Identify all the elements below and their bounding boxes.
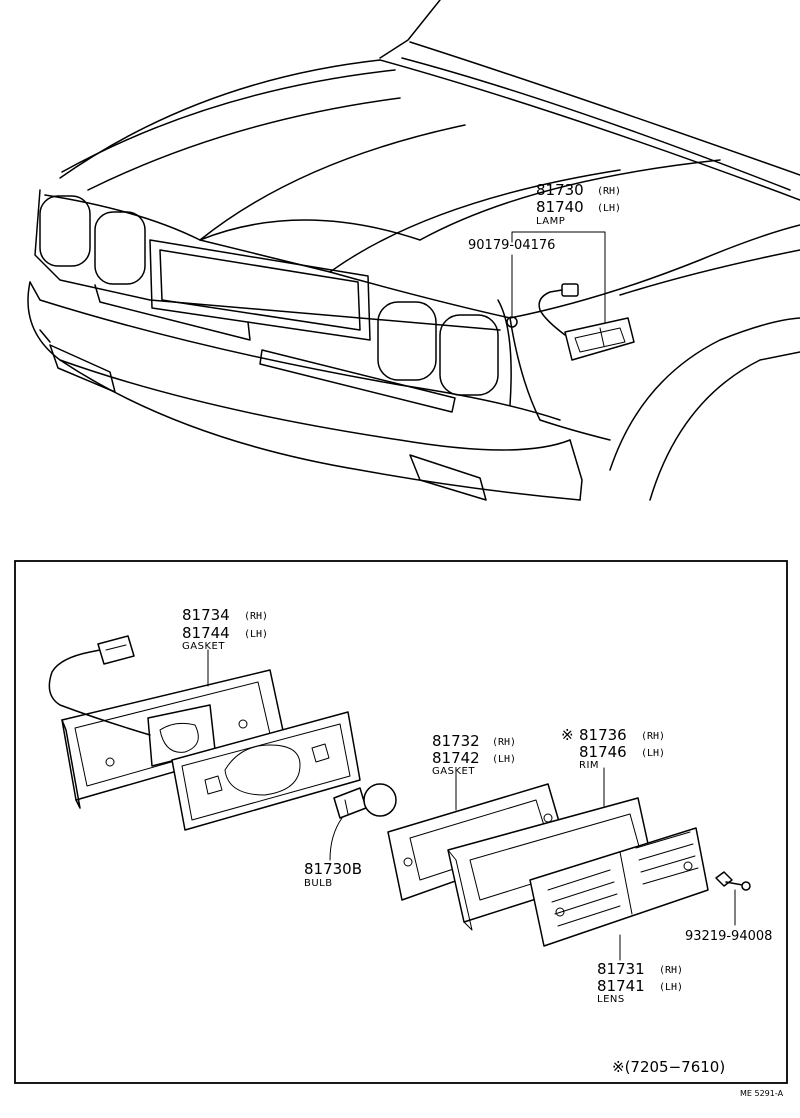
period-note: ※(7205−7610)	[612, 1058, 725, 1076]
gasket-rear-lh-side: (LH)	[244, 629, 268, 640]
screw	[715, 871, 751, 891]
rim-caption: RIM	[579, 760, 599, 771]
detail-frame	[14, 560, 788, 1084]
gasket-front-lh-side: (LH)	[492, 754, 516, 765]
lens	[529, 827, 709, 947]
lamp-lh-side: (LH)	[597, 203, 621, 214]
gasket-front-lh-number: 81742	[432, 749, 480, 767]
nut-90179	[506, 316, 518, 328]
lamp-rh-number: 81730	[536, 181, 584, 199]
wire-harness	[48, 649, 151, 736]
lamp-caption: LAMP	[536, 216, 565, 227]
bulb-leader	[329, 817, 343, 861]
figure-id: ME 5291-A	[740, 1089, 784, 1098]
nut-part-number: 90179-04176	[468, 238, 555, 253]
connector	[97, 635, 135, 665]
rim-lh-side: (LH)	[641, 748, 665, 759]
screw-part-number: 93219-94008	[685, 929, 772, 944]
gasket-rear-rh-side: (RH)	[244, 611, 268, 622]
rim-rh-side: (RH)	[641, 731, 665, 742]
lamp-rh-side: (RH)	[597, 186, 621, 197]
gasket-front-rh-side: (RH)	[492, 737, 516, 748]
lamp-lh-number: 81740	[536, 198, 584, 216]
rim-period-mark: ※	[561, 726, 574, 744]
rim-rh-number: 81736	[579, 726, 627, 744]
gasket-front-rh-number: 81732	[432, 732, 480, 750]
lens-rh-side: (RH)	[659, 965, 683, 976]
bulb-number: 81730B	[304, 860, 362, 878]
gasket-rear-lh-number: 81744	[182, 624, 230, 642]
rim-lh-number: 81746	[579, 743, 627, 761]
bulb	[333, 783, 397, 819]
lens-caption: LENS	[597, 994, 625, 1005]
lens-lh-side: (LH)	[659, 982, 683, 993]
gasket-rear-rh-number: 81734	[182, 606, 230, 624]
gasket-rear-caption: GASKET	[182, 641, 225, 652]
lens-lh-number: 81741	[597, 977, 645, 995]
lens-rh-number: 81731	[597, 960, 645, 978]
gasket-rear	[171, 711, 361, 831]
car-front-illustration	[27, 0, 800, 501]
gasket-front-caption: GASKET	[432, 766, 475, 777]
bulb-caption: BULB	[304, 878, 333, 889]
